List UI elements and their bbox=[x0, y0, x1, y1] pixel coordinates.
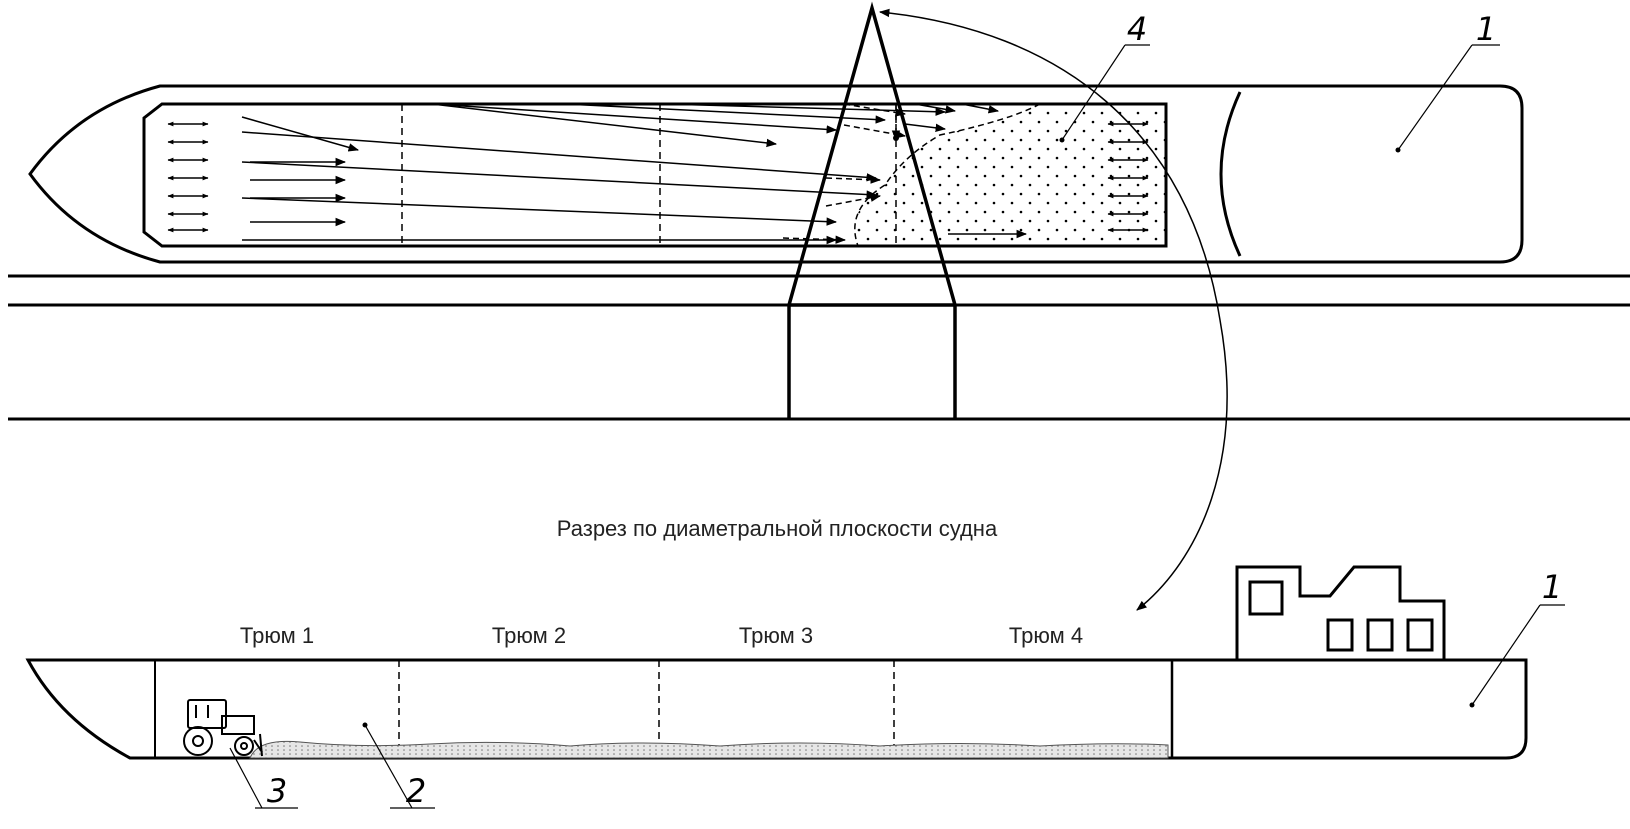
plan-hull bbox=[28, 84, 1524, 264]
hold-label-4: Трюм 4 bbox=[1009, 623, 1083, 648]
callout-3: 3 bbox=[267, 772, 287, 810]
hold-label-1: Трюм 1 bbox=[240, 623, 314, 648]
plan-bulkhead bbox=[1219, 91, 1242, 257]
section-caption: Разрез по диаметральной плоскости судна bbox=[557, 516, 998, 541]
section-hull bbox=[25, 658, 1528, 760]
plan-view bbox=[28, 84, 1524, 264]
cargo-layer bbox=[249, 740, 1169, 759]
callout-1-section: 1 bbox=[1542, 568, 1562, 606]
leader-dots bbox=[362, 137, 1475, 728]
cargo-pile-plan bbox=[854, 104, 1166, 246]
convergence-point bbox=[893, 135, 899, 141]
section-view bbox=[25, 565, 1528, 760]
leader-lines bbox=[229, 44, 1565, 809]
callout-2: 2 bbox=[406, 772, 426, 810]
callout-1-plan: 1 bbox=[1476, 10, 1496, 48]
superstructure bbox=[1235, 565, 1446, 660]
double-arrows-bow bbox=[167, 121, 209, 233]
quay bbox=[8, 274, 1630, 421]
hold-label-3: Трюм 3 bbox=[739, 623, 813, 648]
callout-4: 4 bbox=[1127, 10, 1147, 48]
hold-label-2: Трюм 2 bbox=[492, 623, 566, 648]
short-arrows bbox=[250, 157, 347, 227]
loader-vehicle bbox=[183, 699, 263, 757]
flow-arrows bbox=[241, 103, 1000, 245]
projection-arc bbox=[878, 8, 1228, 611]
